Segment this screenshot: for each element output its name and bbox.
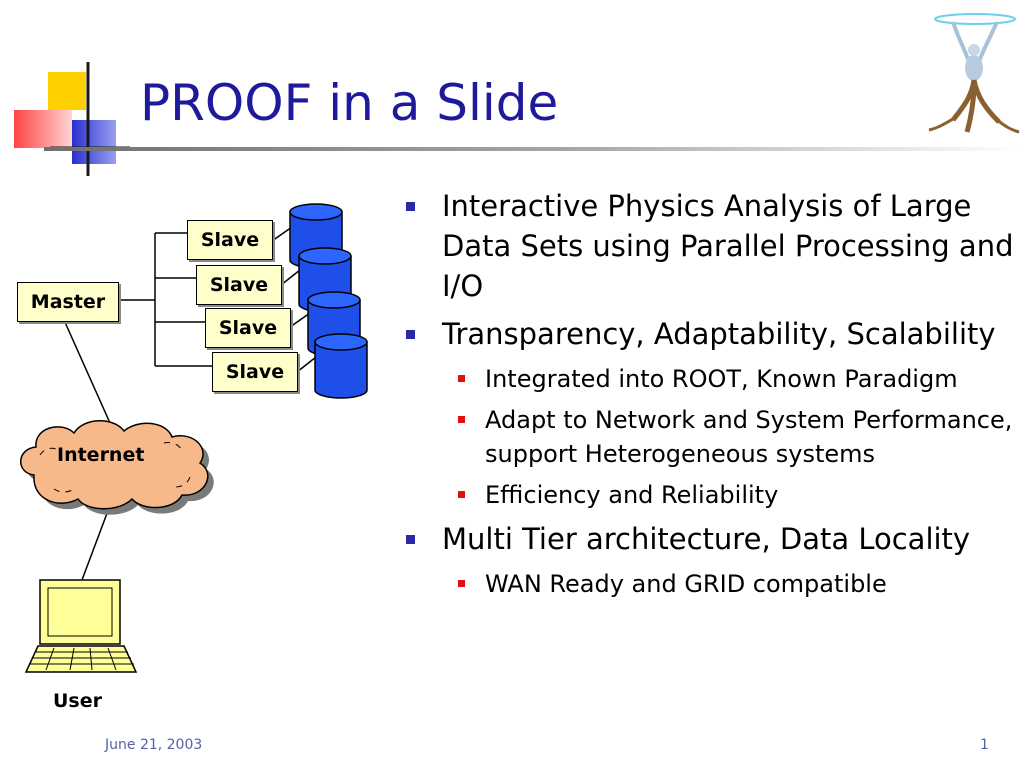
sub-bullet-item: Integrated into ROOT, Known Paradigm bbox=[443, 362, 1015, 396]
laptop-icon bbox=[24, 579, 138, 673]
slave-label: Slave bbox=[218, 317, 278, 339]
root-logo-icon bbox=[928, 13, 1020, 134]
master-label: Master bbox=[30, 291, 106, 313]
diagram-connectors bbox=[63, 226, 317, 581]
disk-storage-icon bbox=[314, 333, 368, 399]
slave-box: Slave bbox=[187, 220, 273, 260]
master-box: Master bbox=[17, 282, 119, 322]
sub-bullet-item: Adapt to Network and System Performance,… bbox=[443, 403, 1015, 471]
slide-number: 1 bbox=[980, 737, 989, 753]
page-title: PROOF in a Slide bbox=[140, 74, 559, 132]
slave-box: Slave bbox=[196, 265, 282, 305]
sub-bullet-item: Efficiency and Reliability bbox=[443, 478, 1015, 512]
bullet-list: Interactive Physics Analysis of Large Da… bbox=[400, 186, 1015, 608]
bullet-item: Interactive Physics Analysis of Large Da… bbox=[400, 186, 1015, 306]
sub-bullet-item: WAN Ready and GRID compatible bbox=[443, 567, 1015, 601]
internet-cloud-icon bbox=[20, 420, 214, 515]
slave-box: Slave bbox=[212, 352, 298, 392]
slave-label: Slave bbox=[209, 274, 269, 296]
slave-label: Slave bbox=[225, 361, 285, 383]
title-divider bbox=[44, 147, 1024, 151]
internet-label: Internet bbox=[57, 444, 145, 466]
footer-date: June 21, 2003 bbox=[105, 737, 203, 753]
bullet-item: Transparency, Adaptability, Scalability bbox=[400, 314, 1015, 354]
user-label: User bbox=[53, 690, 102, 712]
bullet-item: Multi Tier architecture, Data Locality bbox=[400, 519, 1015, 559]
slave-label: Slave bbox=[200, 229, 260, 251]
slave-box: Slave bbox=[205, 308, 291, 348]
